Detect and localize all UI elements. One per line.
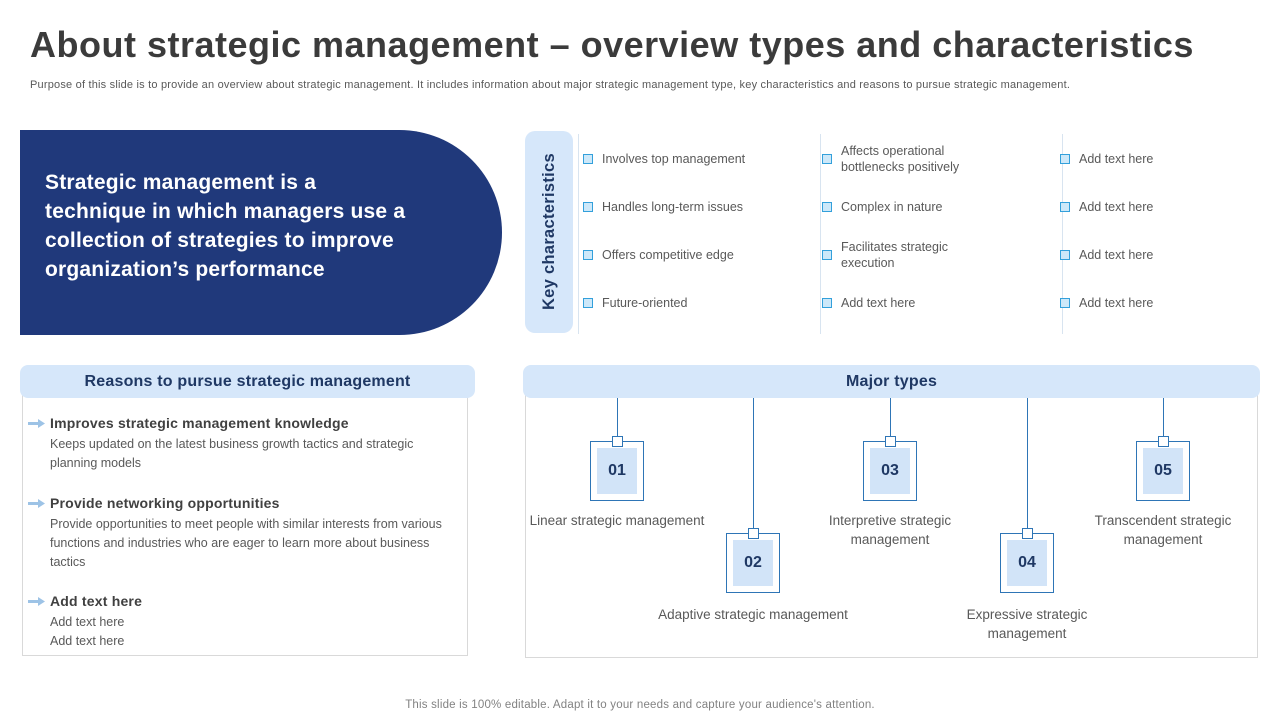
characteristic-item: Add text here — [822, 284, 1057, 322]
reasons-panel-border — [22, 390, 468, 656]
characteristic-text: Handles long-term issues — [602, 200, 744, 214]
checkbox-icon — [822, 202, 832, 212]
characteristic-text: Affects operational bottlenecks positive… — [841, 144, 960, 174]
characteristic-text: Add text here — [1079, 248, 1154, 262]
connector-line — [1027, 398, 1028, 533]
type-number: 03 — [870, 448, 910, 494]
connector-node-icon — [1022, 528, 1033, 539]
column-divider — [820, 134, 821, 334]
reasons-header: Reasons to pursue strategic management — [20, 365, 475, 398]
type-number-box: 04 — [1000, 533, 1054, 593]
reason-title: Improves strategic management knowledge — [50, 415, 349, 431]
type-number: 05 — [1143, 448, 1183, 494]
connector-node-icon — [1158, 436, 1169, 447]
arrow-right-icon — [28, 419, 45, 428]
connector-line — [1163, 398, 1164, 441]
characteristic-text: Add text here — [841, 296, 916, 310]
characteristic-item: Handles long-term issues — [583, 188, 813, 226]
type-number: 01 — [597, 448, 637, 494]
type-number-box: 02 — [726, 533, 780, 593]
reason-description: Keeps updated on the latest business gro… — [50, 437, 414, 470]
characteristic-item: Affects operational bottlenecks positive… — [822, 140, 987, 178]
major-types-header: Major types — [523, 365, 1260, 398]
type-label: Adaptive strategic management — [658, 607, 848, 622]
arrow-right-icon — [28, 499, 45, 508]
characteristic-text: Facilitates strategic execution — [841, 240, 948, 270]
checkbox-icon — [1060, 298, 1070, 308]
characteristic-item: Add text here — [1060, 140, 1255, 178]
page-subtitle: Purpose of this slide is to provide an o… — [30, 79, 1071, 91]
connector-line — [890, 398, 891, 441]
reason-title: Add text here — [50, 593, 143, 609]
footer-note: This slide is 100% editable. Adapt it to… — [405, 699, 875, 711]
major-types-panel-border — [525, 390, 1258, 658]
checkbox-icon — [822, 154, 832, 164]
characteristic-text: Complex in nature — [841, 200, 943, 214]
intro-banner: Strategic management is a technique in w… — [20, 130, 502, 335]
connector-line — [617, 398, 618, 441]
reason-description: Provide opportunities to meet people wit… — [50, 517, 442, 569]
characteristic-item: Facilitates strategic execution — [822, 236, 972, 274]
characteristic-item: Involves top management — [583, 140, 813, 178]
connector-line — [753, 398, 754, 533]
checkbox-icon — [822, 298, 832, 308]
type-number-box: 05 — [1136, 441, 1190, 501]
major-types-panel: Major types 01 02 03 04 05 Linear strate… — [523, 365, 1260, 658]
type-number: 04 — [1007, 540, 1047, 586]
type-number-box: 01 — [590, 441, 644, 501]
characteristic-text: Add text here — [1079, 296, 1154, 310]
characteristic-text: Involves top management — [602, 152, 746, 166]
key-characteristics-label: Key characteristics — [525, 131, 573, 333]
type-number: 02 — [733, 540, 773, 586]
page-title: About strategic management – overview ty… — [30, 24, 1194, 65]
connector-node-icon — [612, 436, 623, 447]
checkbox-icon — [583, 202, 593, 212]
column-divider — [1062, 134, 1063, 334]
characteristic-item: Complex in nature — [822, 188, 1057, 226]
checkbox-icon — [1060, 250, 1070, 260]
reasons-panel: Reasons to pursue strategic management I… — [20, 365, 475, 659]
characteristic-item: Add text here — [1060, 188, 1255, 226]
type-number-box: 03 — [863, 441, 917, 501]
reason-title: Provide networking opportunities — [50, 495, 280, 511]
characteristic-text: Add text here — [1079, 152, 1154, 166]
characteristic-item: Add text here — [1060, 236, 1255, 274]
type-label: Interpretive strategic management — [828, 513, 952, 547]
reason-item: Improves strategic management knowledge … — [28, 415, 458, 473]
type-label: Expressive strategic management — [966, 607, 1088, 641]
intro-banner-text: Strategic management is a technique in w… — [45, 170, 406, 281]
key-characteristics-label-text: Key characteristics — [539, 153, 558, 311]
characteristic-text: Future-oriented — [602, 296, 688, 310]
column-divider — [578, 134, 579, 334]
connector-node-icon — [885, 436, 896, 447]
checkbox-icon — [822, 250, 832, 260]
checkbox-icon — [583, 154, 593, 164]
type-label: Transcendent strategic management — [1094, 513, 1232, 547]
checkbox-icon — [1060, 154, 1070, 164]
characteristic-text: Add text here — [1079, 200, 1154, 214]
reason-item: Add text here Add text here Add text her… — [28, 593, 458, 651]
characteristic-text: Offers competitive edge — [602, 248, 734, 262]
characteristic-item: Future-oriented — [583, 284, 813, 322]
checkbox-icon — [583, 298, 593, 308]
connector-node-icon — [748, 528, 759, 539]
characteristic-item: Add text here — [1060, 284, 1255, 322]
reason-description: Add text here Add text here — [50, 615, 125, 648]
arrow-right-icon — [28, 597, 45, 606]
type-label: Linear strategic management — [529, 513, 705, 528]
checkbox-icon — [583, 250, 593, 260]
checkbox-icon — [1060, 202, 1070, 212]
characteristic-item: Offers competitive edge — [583, 236, 813, 274]
reason-item: Provide networking opportunities Provide… — [28, 495, 458, 572]
